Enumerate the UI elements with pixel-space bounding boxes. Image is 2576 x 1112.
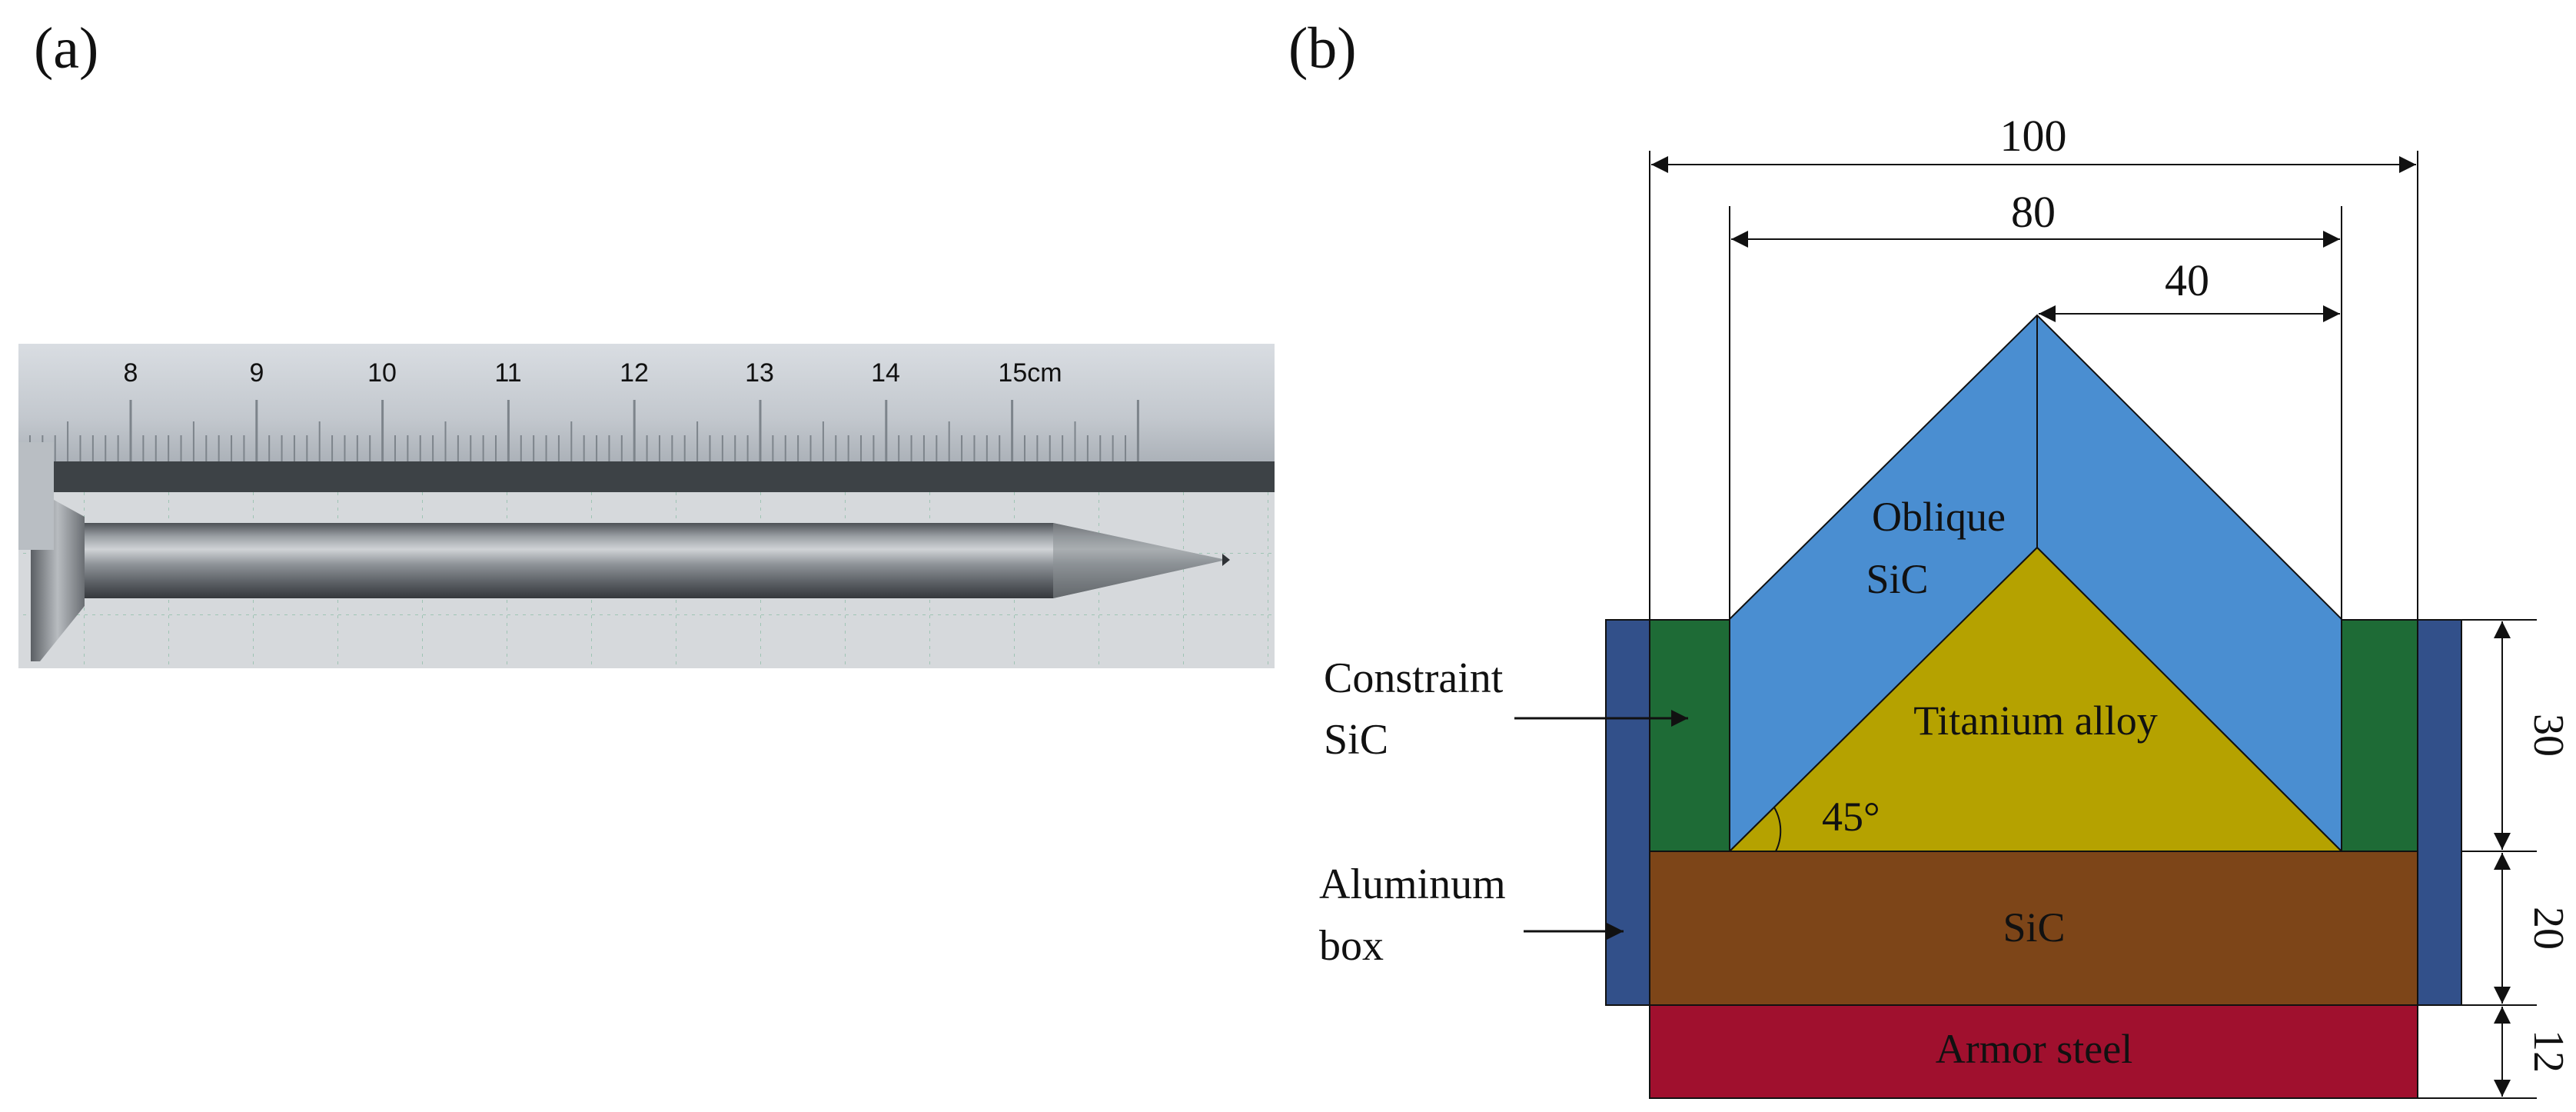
ruler-number: 14	[871, 358, 900, 388]
dim-label-30: 30	[2524, 714, 2572, 757]
dim-label-12: 12	[2524, 1030, 2572, 1073]
projectile-photo: 8 9 10 11 12 13 14 15cm	[18, 344, 1275, 668]
ruler-number: 9	[250, 358, 264, 388]
dim-label-20: 20	[2524, 907, 2572, 950]
angle-arc	[1773, 807, 1782, 852]
aluminum-box-left	[1605, 619, 1650, 1006]
projectile-point	[1222, 554, 1230, 566]
aluminum-box-right	[2417, 619, 2462, 1006]
ruler-number: 13	[745, 358, 774, 388]
panel-label-b: (b)	[1288, 16, 1357, 81]
projectile-shaft	[85, 523, 1226, 598]
angle-label: 45°	[1822, 794, 1880, 840]
aluminum-box-callout-line2: box	[1319, 922, 1384, 970]
panel-label-a: (a)	[34, 16, 99, 81]
ruler-end	[18, 442, 54, 550]
dim-label-40: 40	[2165, 255, 2209, 305]
dim-label-100: 100	[2000, 111, 2067, 161]
sic-label: SiC	[2003, 904, 2065, 951]
sic-layer	[1649, 851, 2418, 1006]
constraint-sic-callout-line1: Constraint	[1324, 654, 1504, 702]
ruler-number: 12	[620, 358, 649, 388]
ruler-number: 11	[494, 358, 521, 388]
aluminum-box-callout-line1: Aluminum	[1319, 861, 1506, 908]
armor-steel	[1649, 1004, 2418, 1099]
titanium-alloy-label: Titanium alloy	[1913, 697, 2158, 744]
oblique-sic-label-line1: Oblique	[1872, 494, 2006, 540]
ruler-number: 8	[124, 358, 138, 388]
armor-steel-label: Armor steel	[1936, 1026, 2132, 1072]
target-schematic: 100 80 40 30 20 12 Oblique SiC Titanium …	[1319, 111, 2572, 1099]
ruler-shadow	[18, 461, 1275, 492]
constraint-sic-callout-line2: SiC	[1324, 716, 1388, 764]
constraint-sic-right	[2341, 619, 2418, 852]
projectile-tip	[1053, 523, 1226, 598]
ruler-number: 10	[367, 358, 397, 388]
ruler-numbers: 8 9 10 11 12 13 14 15cm	[124, 358, 1062, 388]
constraint-sic-left	[1649, 619, 1730, 852]
dim-label-80: 80	[2011, 187, 2056, 237]
oblique-sic-label-line2: SiC	[1866, 556, 1928, 602]
ruler-number: 15cm	[998, 358, 1062, 388]
